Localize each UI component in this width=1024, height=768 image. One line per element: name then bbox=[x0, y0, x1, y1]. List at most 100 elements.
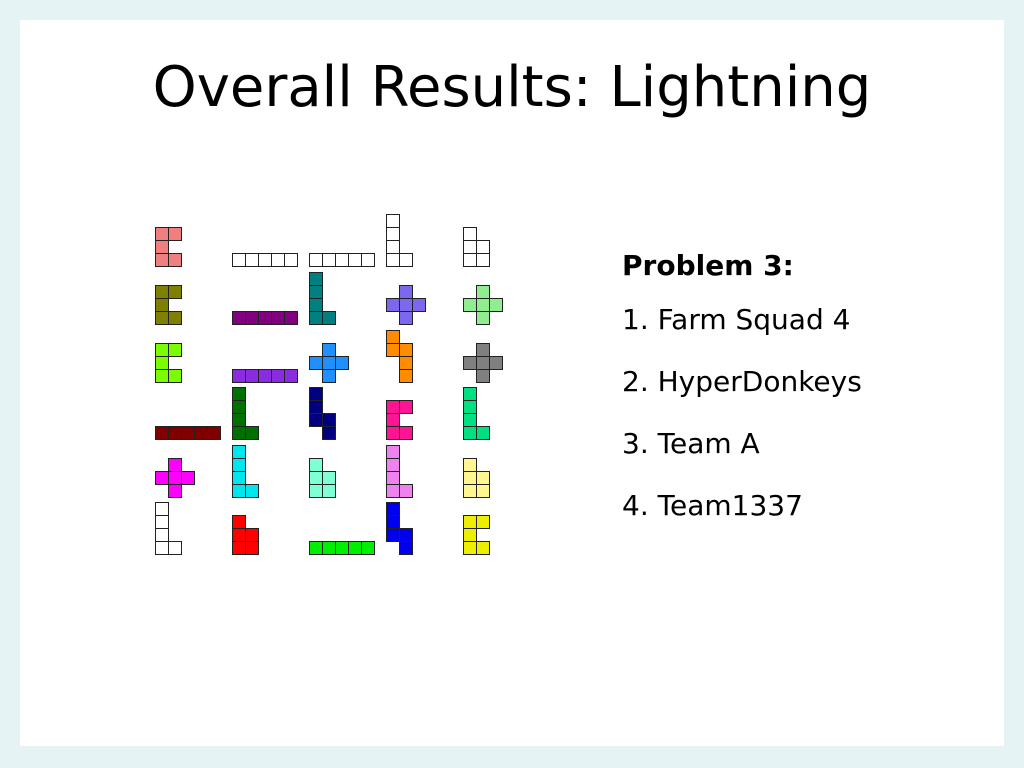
pentomino-cell bbox=[463, 298, 477, 312]
pentomino-cell bbox=[284, 311, 298, 325]
pentomino-cell bbox=[476, 541, 490, 555]
pentomino-cell bbox=[232, 369, 246, 383]
pentomino-cell bbox=[463, 458, 477, 472]
pentomino-cell bbox=[245, 484, 259, 498]
pentomino-cell bbox=[322, 413, 336, 427]
pentomino-cell bbox=[309, 400, 323, 414]
pentomino-cell bbox=[168, 458, 182, 472]
pentomino-cell bbox=[232, 387, 246, 401]
pentomino-cell bbox=[168, 311, 182, 325]
pentomino-cell bbox=[168, 471, 182, 485]
pentomino-cell bbox=[348, 253, 362, 267]
pentomino-cell bbox=[386, 502, 400, 516]
pentomino-cell bbox=[232, 426, 246, 440]
pentomino-cell bbox=[386, 240, 400, 254]
pentomino-cell bbox=[155, 502, 169, 516]
l-pentomino-piece bbox=[309, 272, 336, 325]
pentomino-cell bbox=[245, 426, 259, 440]
pentomino-cell bbox=[476, 484, 490, 498]
pentomino-cell bbox=[348, 541, 362, 555]
pentomino-cell bbox=[309, 285, 323, 299]
pentomino-cell bbox=[386, 515, 400, 529]
pentomino-cell bbox=[232, 445, 246, 459]
pentomino-cell bbox=[322, 541, 336, 555]
pentomino-cell bbox=[463, 387, 477, 401]
pentomino-cell bbox=[399, 298, 413, 312]
pentomino-cell bbox=[155, 240, 169, 254]
pentomino-cell bbox=[245, 541, 259, 555]
i-pentomino-horizontal-piece bbox=[232, 253, 298, 267]
pentomino-cell bbox=[245, 253, 259, 267]
pentomino-cell bbox=[232, 413, 246, 427]
pentomino-cell bbox=[386, 471, 400, 485]
pentomino-cell bbox=[489, 298, 503, 312]
s-pentomino-piece bbox=[386, 330, 413, 383]
p-pentomino-piece bbox=[309, 458, 336, 498]
pentomino-cell bbox=[476, 285, 490, 299]
pentomino-cell bbox=[284, 369, 298, 383]
pentomino-cell bbox=[399, 541, 413, 555]
pentomino-cell bbox=[386, 445, 400, 459]
pentomino-cell bbox=[309, 356, 323, 370]
l-pentomino-piece bbox=[463, 387, 490, 440]
i-pentomino-horizontal-piece bbox=[232, 369, 298, 383]
pentomino-cell bbox=[309, 311, 323, 325]
pentomino-cell bbox=[232, 528, 246, 542]
pentomino-cell bbox=[386, 298, 400, 312]
pentomino-cell bbox=[386, 400, 400, 414]
pentomino-cell bbox=[258, 369, 272, 383]
l-pentomino-piece bbox=[232, 387, 259, 440]
pentomino-cell bbox=[399, 528, 413, 542]
pentomino-cell bbox=[463, 227, 477, 241]
pentomino-cell bbox=[322, 426, 336, 440]
pentomino-cell bbox=[168, 285, 182, 299]
pentomino-cell bbox=[476, 311, 490, 325]
x-pentomino-piece bbox=[386, 285, 426, 325]
pentomino-cell bbox=[489, 356, 503, 370]
i-pentomino-horizontal-piece bbox=[155, 426, 221, 440]
c-pentomino-piece bbox=[155, 227, 182, 267]
pentomino-cell bbox=[463, 484, 477, 498]
pentomino-cell bbox=[232, 541, 246, 555]
pentomino-cell bbox=[386, 484, 400, 498]
pentomino-cell bbox=[322, 356, 336, 370]
result-team: Team1337 bbox=[657, 489, 803, 522]
pentomino-cell bbox=[155, 298, 169, 312]
pentomino-cell bbox=[232, 311, 246, 325]
result-team: HyperDonkeys bbox=[657, 365, 862, 398]
i-pentomino-horizontal-piece bbox=[309, 541, 375, 555]
pentomino-cell bbox=[309, 541, 323, 555]
pentomino-cell bbox=[399, 253, 413, 267]
pentomino-cell bbox=[463, 471, 477, 485]
pentomino-cell bbox=[322, 343, 336, 357]
x-pentomino-piece bbox=[155, 458, 195, 498]
pentomino-cell bbox=[399, 343, 413, 357]
pentomino-cell bbox=[232, 400, 246, 414]
pentomino-cell bbox=[155, 369, 169, 383]
pentomino-cell bbox=[386, 343, 400, 357]
pentomino-cell bbox=[463, 356, 477, 370]
pentomino-cell bbox=[322, 471, 336, 485]
result-item-2: 2. HyperDonkeys bbox=[622, 364, 1002, 400]
i-pentomino-horizontal-piece bbox=[232, 311, 298, 325]
pentomino-cell bbox=[155, 285, 169, 299]
pentomino-cell bbox=[309, 272, 323, 286]
pentomino-cell bbox=[476, 298, 490, 312]
pentomino-cell bbox=[335, 253, 349, 267]
result-rank: 4. bbox=[622, 489, 649, 522]
pentomino-cell bbox=[181, 471, 195, 485]
p-pentomino-piece bbox=[232, 515, 259, 555]
result-item-1: 1. Farm Squad 4 bbox=[622, 302, 1002, 338]
pentomino-cell bbox=[232, 458, 246, 472]
pentomino-cell bbox=[168, 227, 182, 241]
pentomino-cell bbox=[386, 253, 400, 267]
pentomino-cell bbox=[155, 471, 169, 485]
result-item-3: 3. Team A bbox=[622, 426, 1002, 462]
pentomino-cell bbox=[155, 515, 169, 529]
slide-canvas bbox=[20, 20, 1004, 746]
pentomino-cell bbox=[168, 253, 182, 267]
pentomino-cell bbox=[476, 426, 490, 440]
c-pentomino-piece bbox=[386, 400, 413, 440]
pentomino-cell bbox=[476, 356, 490, 370]
pentomino-cell bbox=[309, 458, 323, 472]
